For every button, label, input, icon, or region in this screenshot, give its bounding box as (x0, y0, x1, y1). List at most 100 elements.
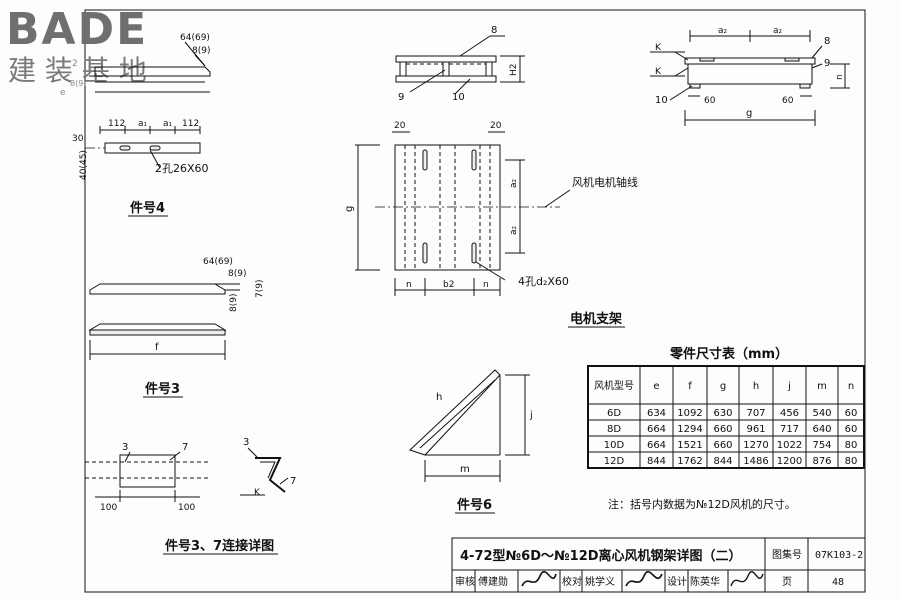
table-header-cell: e (653, 381, 659, 392)
reviewer-signature (521, 570, 557, 587)
table-note: 注：括号内数据为№12D风机的尺寸。 (608, 497, 796, 511)
part3-dim-7: 7(9) (255, 280, 265, 298)
frame-top-dim-20-left: 20 (394, 121, 406, 131)
joint-plate (119, 454, 176, 488)
frame-end-dim-60-right: 60 (782, 96, 794, 106)
table-cell: 630 (713, 408, 732, 419)
part4-profile (94, 66, 211, 77)
frame-top-caption: 电机支架 (570, 311, 622, 327)
table-cell: 6D (607, 408, 621, 419)
table-header-cell: m (817, 381, 827, 392)
frame-end-dim-n: n (835, 74, 845, 80)
frame-side-view: H2 8 9 10 (395, 25, 525, 103)
frame-side-label-8: 8 (491, 25, 497, 36)
joint-drawing: 3 7 100 100 3 7 K 件号3、7连接详图 (85, 437, 296, 555)
table-cell: 1762 (677, 456, 702, 467)
table-cell: 961 (746, 424, 765, 435)
frame-top-outline (394, 144, 501, 271)
table-cell: 8D (607, 424, 621, 435)
title-block-reviewer: 傅建勋 (478, 575, 508, 588)
table-cell: 1022 (777, 440, 802, 451)
frame-top-dim-20-right: 20 (490, 121, 502, 131)
part3-dim-64: 64(69) (203, 257, 233, 267)
frame-end-label-9: 9 (824, 58, 830, 69)
part4-drawing: e 64(69) 8(9) 2 8(9) 112 a₁ a₁ 112 30 40… (60, 33, 211, 217)
part4-caption: 件号4 (130, 200, 165, 216)
frame-end-weld-k2: K (655, 67, 662, 77)
table-cell: 844 (647, 456, 666, 467)
table-cell: 844 (713, 456, 732, 467)
table-cell: 60 (845, 424, 858, 435)
joint-section-label-7: 7 (290, 476, 296, 487)
table-cell: 717 (780, 424, 799, 435)
joint-label-3: 3 (122, 442, 128, 453)
part6-dim-h: h (436, 392, 442, 403)
frame-top-dim-n-right: n (483, 280, 489, 290)
table-cell: 60 (845, 408, 858, 419)
frame-end-dim-a2-right: a₂ (773, 26, 783, 36)
part3-caption: 件号3 (145, 381, 180, 397)
table-cell: 540 (812, 408, 831, 419)
title-block-atlas-label: 图集号 (772, 548, 802, 561)
joint-section-label-3: 3 (243, 437, 249, 448)
part4-dim-112-left: 112 (108, 119, 125, 129)
table-cell: 1521 (677, 440, 702, 451)
table-cell: 664 (647, 440, 666, 451)
table-cell: 664 (647, 424, 666, 435)
table-header-cell: g (720, 381, 726, 392)
frame-top-dim-b2: b2 (443, 280, 454, 290)
part6-caption: 件号6 (457, 497, 492, 513)
designer-signature (730, 571, 764, 587)
title-block-designer: 陈英华 (690, 575, 720, 588)
part3-dim-8b: 8(9) (229, 294, 239, 312)
frame-top-dim-g: g (344, 206, 355, 212)
table-header-cell: 风机型号 (594, 379, 634, 392)
title-block: 4-72型№6D～№12D离心风机钢架详图（二） 图集号 07K103-2 审核… (451, 537, 866, 593)
table-cell: 707 (746, 408, 765, 419)
part6-angle (409, 369, 501, 456)
table-header-cell: n (848, 381, 854, 392)
joint-weld-k: K (254, 488, 261, 498)
table-cell: 1486 (743, 456, 768, 467)
frame-side-dim-h2: H2 (509, 64, 519, 77)
frame-top-view: 20 20 g a₂ a₂ 风机电机轴线 4孔d₂X60 n b2 (344, 121, 638, 328)
joint-caption: 件号3、7连接详图 (165, 538, 274, 554)
part6-drawing: j h m 件号6 (409, 369, 533, 514)
table-cell: 660 (713, 440, 732, 451)
table-cell: 1092 (677, 408, 702, 419)
frame-top-dim-n-left: n (406, 280, 412, 290)
table-cell: 456 (780, 408, 799, 419)
part6-dim-m: m (460, 464, 470, 475)
frame-top-axis-note: 风机电机轴线 (572, 175, 638, 189)
title-block-page-label: 页 (782, 576, 792, 588)
frame-top-dim-a2-bottom: a₂ (509, 225, 519, 235)
title-block-title: 4-72型№6D～№12D离心风机钢架详图（二） (460, 548, 742, 564)
frame-top-hole-note: 4孔d₂X60 (518, 275, 569, 288)
part4-dim-30: 30 (72, 134, 84, 144)
table-cell: 1294 (677, 424, 702, 435)
joint-label-7: 7 (182, 442, 188, 453)
table-cell: 80 (845, 440, 858, 451)
table-cell: 1200 (777, 456, 802, 467)
part4-dim-a1-right: a₁ (163, 119, 173, 129)
table-cell: 876 (812, 456, 831, 467)
logo-brand: BADE (6, 4, 148, 55)
joint-dim-100-left: 100 (100, 503, 117, 513)
part4-dim-40: 40(45) (79, 150, 89, 180)
frame-end-view: a₂ a₂ K K 8 9 n 10 60 60 g (650, 26, 850, 126)
part4-dim-8b: 8(9) (70, 79, 86, 88)
table-cell: 634 (647, 408, 666, 419)
table-cell: 80 (845, 456, 858, 467)
part3-profile (89, 283, 226, 295)
title-block-check-label: 校对 (562, 575, 582, 588)
table-title: 零件尺寸表（mm） (669, 346, 788, 362)
table-cell: 640 (812, 424, 831, 435)
frame-end-dim-a2-left: a₂ (718, 26, 728, 36)
table-cell: 754 (812, 440, 831, 451)
part4-dim-2: 2 (72, 59, 78, 69)
part6-dim-j: j (529, 410, 533, 421)
table-header-cell: f (688, 381, 692, 392)
